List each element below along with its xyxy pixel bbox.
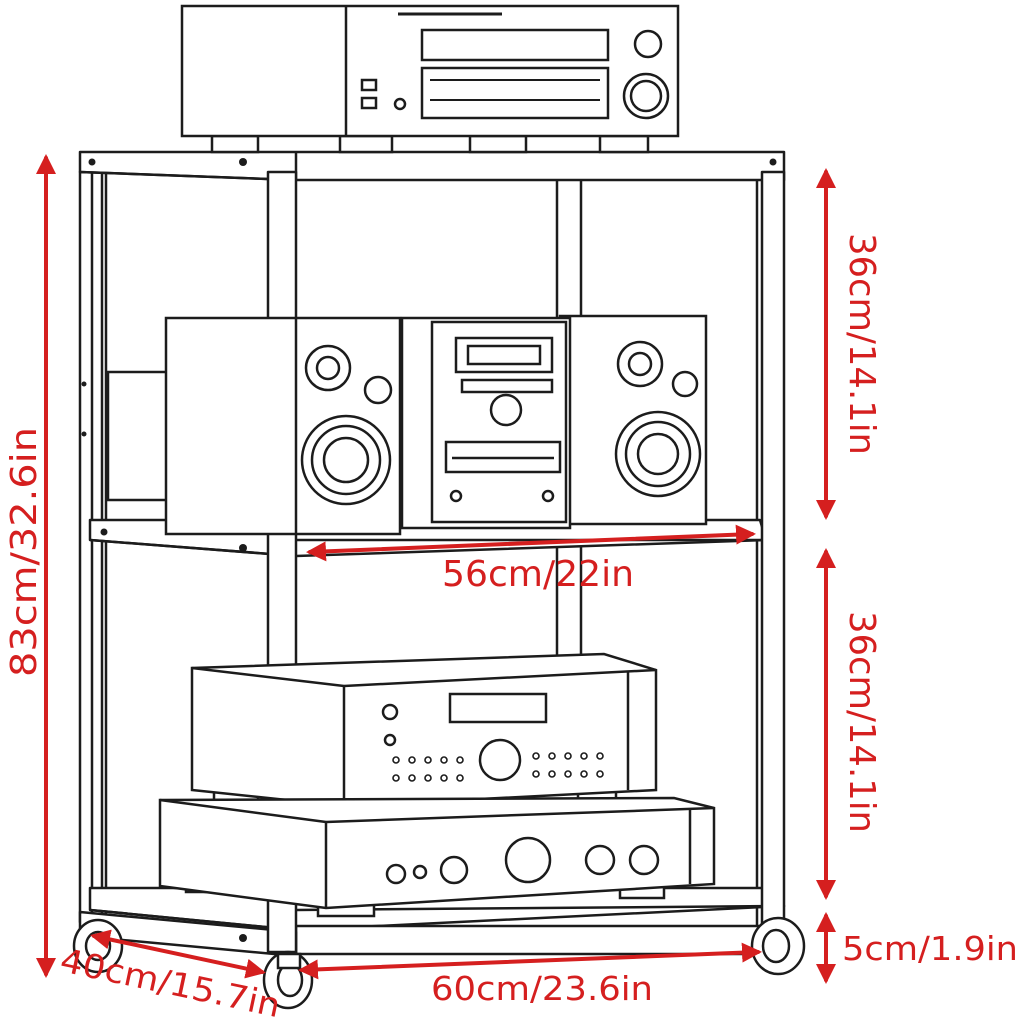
amplifier-lower xyxy=(158,796,716,918)
wheel-front-right xyxy=(750,916,806,976)
mini-stereo-system xyxy=(400,316,572,530)
av-receiver xyxy=(180,4,680,154)
depth-arrow xyxy=(90,929,266,979)
right-speaker xyxy=(558,314,708,526)
receiver-feet xyxy=(210,134,260,154)
inner-width-arrow xyxy=(306,524,756,562)
receiver-knob-small xyxy=(633,29,663,59)
outer-width-label: 60cm/23.6in xyxy=(431,969,653,1008)
amplifier-upper xyxy=(190,652,658,808)
outer-width-arrow xyxy=(298,942,762,980)
amplifier-upper-buttons xyxy=(392,752,604,782)
inner-left-post xyxy=(90,170,104,924)
front-base-rail xyxy=(294,924,786,956)
inner-width-label: 56cm/22in xyxy=(442,554,634,595)
height-label: 83cm/32.6in xyxy=(4,427,45,677)
wheel-height-label: 5cm/1.9in xyxy=(842,929,1018,968)
wheel-front-left xyxy=(262,950,314,1010)
left-speaker xyxy=(106,316,402,536)
upper-gap-label: 36cm/14.1in xyxy=(841,233,882,455)
dimension-labels: 83cm/32.6in 36cm/14.1in 36cm/14.1in 56cm… xyxy=(4,233,1018,1024)
top-shelf xyxy=(78,150,786,182)
amp-upper-knob xyxy=(478,738,522,782)
lower-gap-label: 36cm/14.1in xyxy=(841,611,882,833)
amp-lower-main-knob xyxy=(504,836,552,884)
mini-volume-knob xyxy=(489,393,523,427)
dimension-arrows xyxy=(36,154,836,984)
